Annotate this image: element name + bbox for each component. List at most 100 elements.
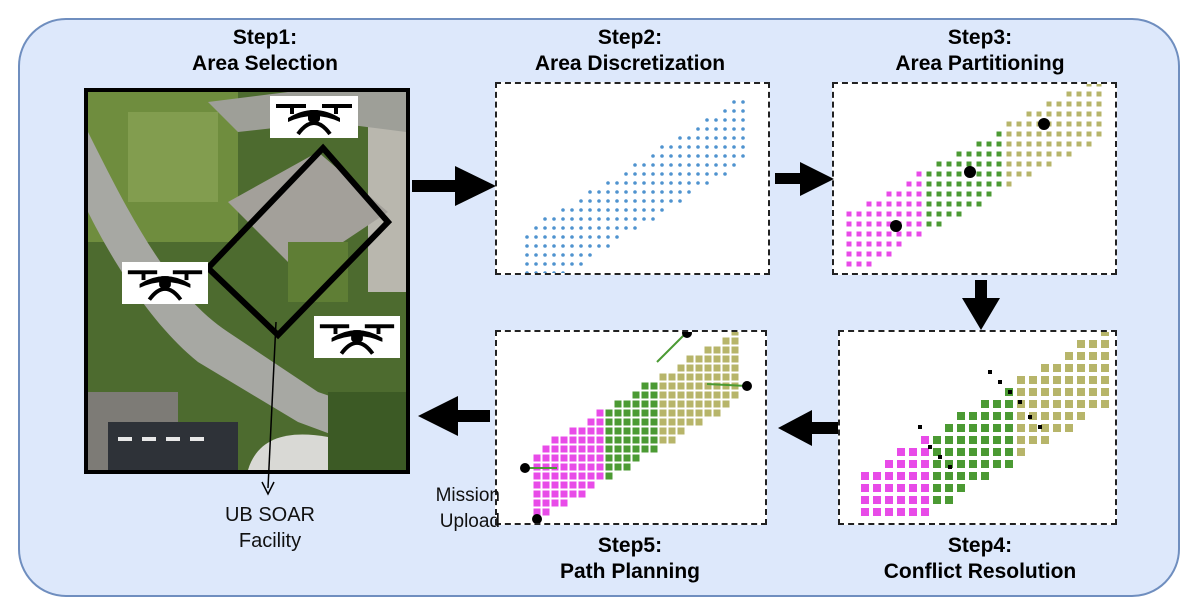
grid-cell (704, 355, 712, 363)
grid-point (597, 217, 601, 221)
grid-cell (560, 463, 568, 471)
grid-point (543, 217, 547, 221)
grid-cell (623, 445, 631, 453)
grid-cell (897, 448, 905, 456)
grid-cell (916, 211, 922, 217)
path-panel (495, 330, 767, 525)
grid-cell (1101, 388, 1109, 396)
grid-cell (861, 484, 869, 492)
grid-cell (945, 472, 953, 480)
grid-cell (704, 346, 712, 354)
grid-cell (686, 391, 694, 399)
grid-cell (846, 231, 852, 237)
grid-cell (956, 181, 962, 187)
grid-cell (731, 355, 739, 363)
grid-cell (614, 445, 622, 453)
grid-point (705, 154, 709, 158)
grid-cell (560, 490, 568, 498)
grid-cell (560, 436, 568, 444)
grid-point (687, 154, 691, 158)
grid-cell (596, 427, 604, 435)
grid-cell (569, 472, 577, 480)
grid-cell (909, 460, 917, 468)
grid-cell (1005, 448, 1013, 456)
grid-cell (926, 191, 932, 197)
grid-point (588, 235, 592, 239)
grid-cell (996, 171, 1002, 177)
grid-cell (686, 382, 694, 390)
grid-point (651, 208, 655, 212)
grid-cell (896, 191, 902, 197)
partition-grid (846, 84, 1102, 267)
grid-cell (641, 445, 649, 453)
grid-cell (596, 418, 604, 426)
conflict-marker (998, 380, 1002, 384)
grid-cell (722, 382, 730, 390)
grid-point (570, 262, 574, 266)
grid-cell (946, 201, 952, 207)
grid-cell (897, 496, 905, 504)
conflict-marker (1028, 415, 1032, 419)
grid-cell (695, 409, 703, 417)
grid-cell (578, 472, 586, 480)
grid-point (687, 163, 691, 167)
grid-cell (650, 409, 658, 417)
grid-cell (926, 181, 932, 187)
grid-point (543, 262, 547, 266)
grid-cell (993, 448, 1001, 456)
grid-cell (1056, 111, 1062, 117)
grid-cell (614, 409, 622, 417)
grid-cell (722, 337, 730, 345)
grid-cell (1006, 181, 1012, 187)
grid-point (606, 190, 610, 194)
grid-point (615, 199, 619, 203)
grid-cell (866, 241, 872, 247)
grid-point (660, 172, 664, 176)
grid-point (615, 226, 619, 230)
grid-cell (731, 391, 739, 399)
grid-point (525, 244, 529, 248)
grid-cell (921, 460, 929, 468)
grid-cell (1017, 436, 1025, 444)
grid-cell (933, 472, 941, 480)
grid-cell (866, 201, 872, 207)
grid-point (606, 235, 610, 239)
grid-cell (533, 454, 541, 462)
grid-cell (542, 445, 550, 453)
grid-cell (722, 346, 730, 354)
grid-cell (578, 436, 586, 444)
grid-cell (704, 409, 712, 417)
grid-cell (856, 211, 862, 217)
grid-cell (1086, 101, 1092, 107)
grid-cell (1006, 131, 1012, 137)
grid-point (732, 163, 736, 167)
grid-point (651, 199, 655, 203)
grid-cell (957, 436, 965, 444)
grid-cell (551, 454, 559, 462)
grid-cell (885, 484, 893, 492)
grid-point (732, 154, 736, 158)
grid-point (561, 271, 565, 273)
grid-cell (722, 373, 730, 381)
grid-cell (921, 496, 929, 504)
grid-cell (1066, 131, 1072, 137)
grid-cell (605, 445, 613, 453)
grid-cell (856, 231, 862, 237)
grid-cell (936, 191, 942, 197)
grid-point (714, 172, 718, 176)
grid-point (651, 190, 655, 194)
grid-cell (1101, 352, 1109, 360)
grid-cell (614, 463, 622, 471)
grid-cell (632, 427, 640, 435)
grid-cell (1066, 121, 1072, 127)
waypoint (520, 463, 530, 473)
grid-cell (1053, 424, 1061, 432)
grid-cell (981, 412, 989, 420)
arrow-left-icon (418, 396, 490, 436)
grid-cell (1026, 111, 1032, 117)
grid-cell (956, 201, 962, 207)
grid-point (660, 199, 664, 203)
grid-cell (1029, 412, 1037, 420)
grid-cell (946, 191, 952, 197)
grid-cell (686, 409, 694, 417)
